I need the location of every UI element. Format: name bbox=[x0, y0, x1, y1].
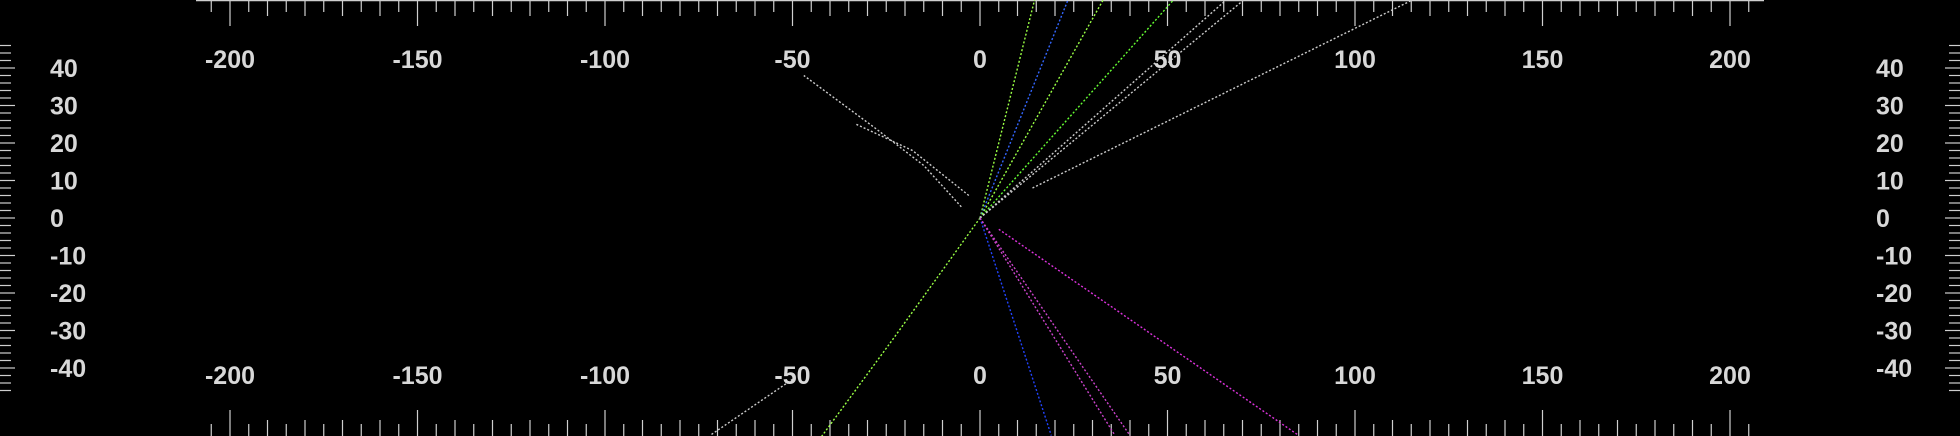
y-tick-label-right: -10 bbox=[1876, 243, 1912, 271]
right-y-labels: 40 30 20 10 0 -10 -20 -30 -40 bbox=[1876, 55, 1912, 383]
y-tick-label-right: 30 bbox=[1876, 93, 1904, 121]
y-tick-label-left: 20 bbox=[50, 130, 78, 158]
y-tick-label-left: 40 bbox=[50, 55, 78, 83]
bottom-tick-ruler bbox=[210, 410, 1750, 436]
track-13 bbox=[979, 217, 1116, 436]
x-tick-label-bottom: 100 bbox=[1334, 362, 1376, 390]
y-tick-label-left: -20 bbox=[50, 280, 86, 308]
x-tick-label-top: -150 bbox=[392, 46, 442, 74]
x-tick-label-top: 0 bbox=[973, 46, 987, 74]
y-tick-label-right: -30 bbox=[1876, 318, 1912, 346]
tracks-layer bbox=[709, 0, 1412, 436]
x-tick-label-top: 150 bbox=[1522, 46, 1564, 74]
x-tick-label-bottom: -100 bbox=[580, 362, 630, 390]
x-tick-label-bottom: -150 bbox=[392, 362, 442, 390]
track-8 bbox=[803, 74, 962, 208]
x-tick-label-bottom: -200 bbox=[205, 362, 255, 390]
x-tick-label-top: 50 bbox=[1154, 46, 1182, 74]
x-tick-label-top: -50 bbox=[774, 46, 810, 74]
y-tick-label-left: 10 bbox=[50, 168, 78, 196]
track-10 bbox=[821, 217, 981, 436]
y-tick-label-left: 0 bbox=[50, 205, 64, 233]
y-tick-label-right: 20 bbox=[1876, 130, 1904, 158]
right-tick-ruler bbox=[1945, 44, 1960, 392]
y-tick-label-left: 30 bbox=[50, 93, 78, 121]
y-tick-label-right: 10 bbox=[1876, 168, 1904, 196]
x-tick-label-bottom: 0 bbox=[973, 362, 987, 390]
track-6 bbox=[979, 0, 1245, 219]
track-15 bbox=[998, 228, 1300, 436]
left-y-labels: 40 30 20 10 0 -10 -20 -30 -40 bbox=[50, 55, 86, 383]
top-x-labels: -200 -150 -100 -50 0 50 100 150 200 bbox=[205, 46, 1751, 74]
track-2 bbox=[979, 0, 1069, 219]
x-tick-label-bottom: 50 bbox=[1154, 362, 1182, 390]
track-5 bbox=[979, 0, 1228, 219]
x-tick-label-top: 100 bbox=[1334, 46, 1376, 74]
track-11 bbox=[709, 378, 793, 436]
left-tick-ruler bbox=[0, 44, 15, 392]
y-tick-label-left: -30 bbox=[50, 318, 86, 346]
track-14 bbox=[979, 217, 1131, 436]
track-7 bbox=[1032, 0, 1412, 189]
track-9 bbox=[856, 123, 970, 197]
y-tick-label-right: -40 bbox=[1876, 355, 1912, 383]
x-tick-label-top: -100 bbox=[580, 46, 630, 74]
track-3 bbox=[979, 0, 1104, 219]
y-tick-label-right: 40 bbox=[1876, 55, 1904, 83]
x-tick-label-top: -200 bbox=[205, 46, 255, 74]
track-1 bbox=[979, 0, 1036, 219]
x-tick-label-bottom: 200 bbox=[1709, 362, 1751, 390]
y-tick-label-left: -40 bbox=[50, 355, 86, 383]
x-tick-label-bottom: -50 bbox=[774, 362, 810, 390]
bottom-x-labels: -200 -150 -100 -50 0 50 100 150 200 bbox=[205, 362, 1751, 390]
y-tick-label-left: -10 bbox=[50, 243, 86, 271]
x-tick-label-bottom: 150 bbox=[1522, 362, 1564, 390]
y-tick-label-right: 0 bbox=[1876, 205, 1890, 233]
y-tick-label-right: -20 bbox=[1876, 280, 1912, 308]
top-tick-ruler bbox=[196, 0, 1764, 26]
x-tick-label-top: 200 bbox=[1709, 46, 1751, 74]
